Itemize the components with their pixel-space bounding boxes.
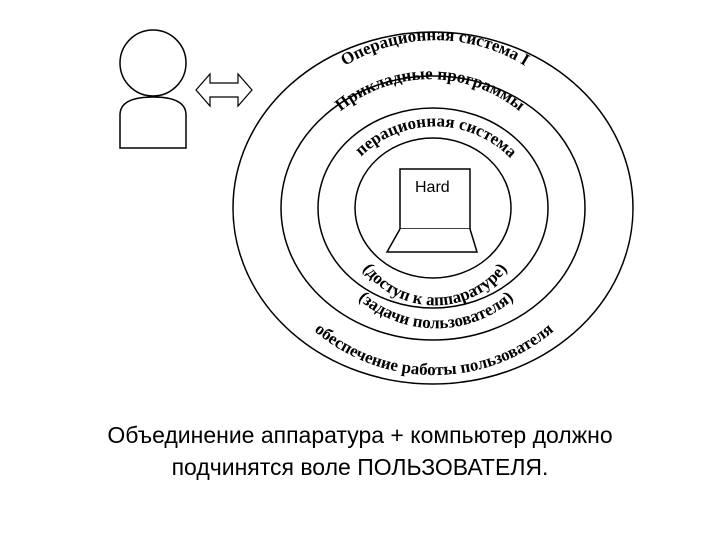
outer-os-label: Операционная система I [337, 25, 533, 70]
hardware-core [354, 137, 512, 279]
apps-ring [280, 75, 586, 341]
outer-os-ring [232, 31, 634, 385]
hard-label: Hard [415, 179, 450, 196]
inner-os-ring [317, 107, 549, 309]
caption-line-1: Объединение аппаратура + компьютер должн… [107, 422, 613, 448]
laptop-icon: Hard [385, 168, 479, 253]
user-figure [119, 29, 187, 149]
caption-line-2: подчинятся воле ПОЛЬЗОВАТЕЛЯ. [171, 454, 549, 480]
double-arrow-icon [195, 72, 253, 108]
user-body [119, 96, 187, 149]
user-head [119, 29, 187, 97]
apps-label: Прикладные программы [331, 64, 528, 114]
